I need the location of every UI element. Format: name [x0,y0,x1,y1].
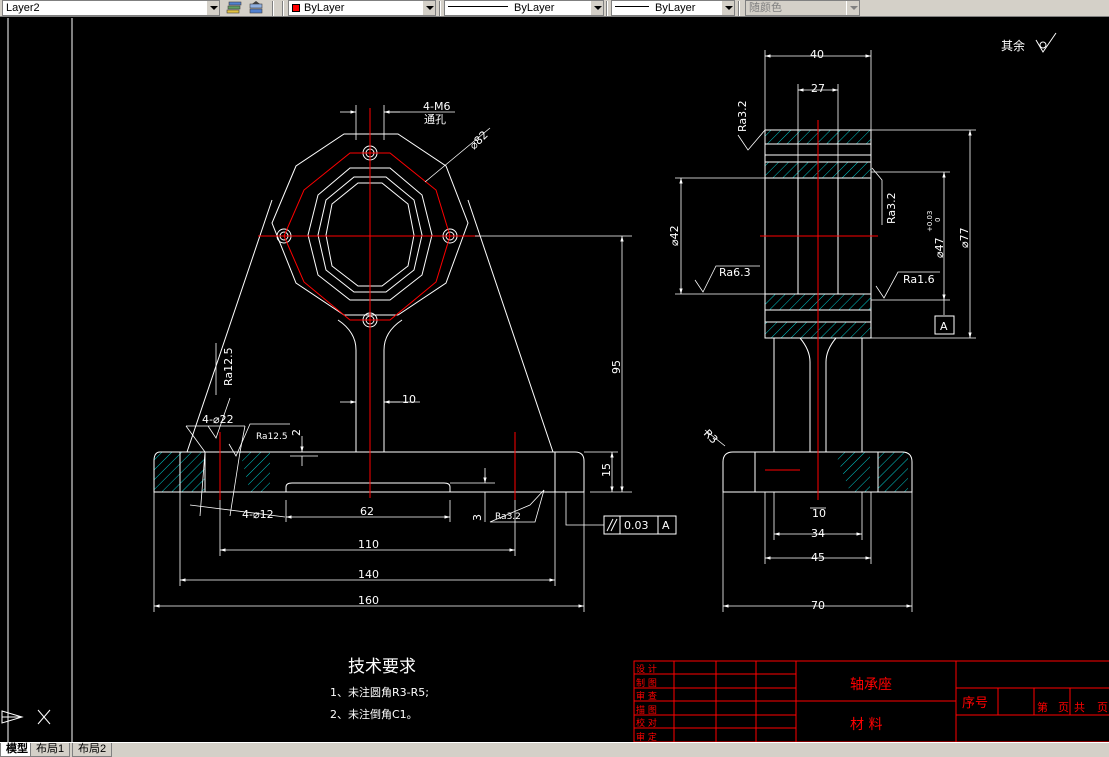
tolerance-datum: A [662,519,670,532]
role-1: 设 计 [636,663,657,675]
ra-left-label-side: Ra6.3 [719,266,751,279]
datum-label: A [940,320,948,333]
dim-fit-47: ⌀47 [933,237,946,258]
holes-top-label: 4-⌀22 [202,413,234,426]
tolerance-value: 0.03 [624,519,649,532]
color-value: ByLayer [304,2,345,14]
tab-layout1[interactable]: 布局1 [30,743,71,757]
sheet-label-4: 页 [1097,701,1108,714]
part-name: 轴承座 [850,677,892,693]
dim-rib: 10 [402,393,416,406]
front-labels: 4-M6 通孔 ⌀82 10 95 15 2 3 62 110 140 160 … [202,100,623,607]
title-block-text: 轴承座 材 料 序号 第 页 共 页 设 计 制 图 审 查 描 图 校 对 审… [636,663,1108,742]
dim-width-27: 27 [811,82,825,95]
tech-req-title: 技术要求 [348,657,416,677]
tab-model[interactable]: 模型 [0,743,34,757]
linetype-dropdown[interactable]: ByLayer [444,0,604,16]
role-3: 审 查 [636,690,657,702]
properties-toolbar: Layer2 ByLayer ByLayer ByLayer 随颜色 [0,0,1109,17]
layout-tabs: 模型 布局1 布局2 [0,742,1109,757]
layer-states-icon[interactable] [225,1,243,16]
roughness-others: 其余 [1001,32,1057,53]
lineweight-dropdown[interactable]: ByLayer [611,0,735,16]
dim-70: 70 [811,599,825,612]
toolbar-separator [439,1,441,16]
tech-req-item-2: 2、未注倒角C1。 [330,707,418,721]
role-5: 校 对 [636,717,657,729]
tolerance-frame: 0.03 A [603,515,677,535]
side-dimensions [675,50,976,612]
ra-bottom-label: Ra3.2 [495,512,521,522]
chevron-down-icon[interactable] [590,1,603,15]
side-center-lines [760,120,878,500]
datum-marker: A [934,315,955,335]
linetype-preview [448,6,508,7]
dim-base-15: 15 [600,463,613,477]
ra-left-label: Ra12.5 [222,347,235,386]
dim-height-95: 95 [610,360,623,374]
dim-bore-42: ⌀42 [668,225,681,246]
sheet-label-3: 共 [1074,701,1085,714]
role-6: 审 定 [636,731,657,742]
linetype-value: ByLayer [514,2,555,14]
sheet-label-1: 第 [1037,700,1048,714]
dim-160: 160 [358,594,379,607]
dim-3: 3 [471,514,484,521]
thread-note: 4-M6 [423,100,450,113]
chevron-down-icon[interactable] [206,1,219,15]
role-2: 制 图 [636,677,657,689]
front-view [153,133,585,493]
layer-previous-icon[interactable] [247,1,265,16]
ra-bore-label: Ra3.2 [885,192,898,224]
dim-2: 2 [290,429,303,436]
seq-label: 序号 [962,696,988,711]
ra-top-label: Ra3.2 [736,100,749,132]
tech-req-item-1: 1、未注圆角R3-R5; [330,685,429,699]
layer-dropdown[interactable]: Layer2 [2,0,220,16]
ra-right-label-side: Ra1.6 [903,273,935,286]
dim-10: 10 [812,507,826,520]
roughness-others-label: 其余 [1001,38,1025,53]
dim-width-40: 40 [810,48,824,61]
color-swatch [292,4,300,12]
material-label: 材 料 [850,717,882,733]
side-labels: 40 27 ⌀42 ⌀77 ⌀47 +0.03 0 10 34 45 70 Ra… [668,48,971,612]
toolbar-separator [738,1,740,16]
dim-34: 34 [811,527,825,540]
chevron-down-icon[interactable] [846,1,859,15]
plotstyle-dropdown[interactable]: 随颜色 [745,0,860,16]
dim-62: 62 [360,505,374,518]
chevron-down-icon[interactable] [721,1,734,15]
technical-requirements: 技术要求 1、未注圆角R3-R5; 2、未注倒角C1。 [330,657,429,721]
bolt-circle-label: ⌀82 [467,128,491,152]
role-4: 描 图 [636,704,657,716]
plotstyle-value: 随颜色 [749,2,782,14]
tol-upper: +0.03 [926,211,934,232]
drawing-canvas[interactable]: 4-M6 通孔 ⌀82 10 95 15 2 3 62 110 140 160 … [0,17,1109,742]
fillet-label: R3 [701,427,721,447]
dim-45: 45 [811,551,825,564]
lineweight-value: ByLayer [655,2,696,14]
toolbar-separator [282,1,284,16]
toolbar-separator [606,1,608,16]
tol-lower: 0 [934,218,942,222]
holes-bottom-label: 4-⌀12 [242,508,274,521]
color-dropdown[interactable]: ByLayer [288,0,436,16]
chevron-down-icon[interactable] [422,1,435,15]
ra-base-label: Ra12.5 [256,432,288,442]
drawing-frame [7,18,73,742]
thread-note-2: 通孔 [424,113,446,126]
front-center-lines [219,108,516,500]
title-block [633,660,1109,742]
dim-140: 140 [358,568,379,581]
tab-layout2[interactable]: 布局2 [72,743,113,757]
lineweight-preview [615,6,649,7]
dim-outer-77: ⌀77 [958,227,971,248]
sheet-label-2: 页 [1058,701,1069,714]
front-dimensions [153,105,632,612]
toolbar-separator [272,1,274,16]
dim-110: 110 [358,538,379,551]
ucs-icon [1,709,51,725]
layer-value: Layer2 [6,2,40,14]
